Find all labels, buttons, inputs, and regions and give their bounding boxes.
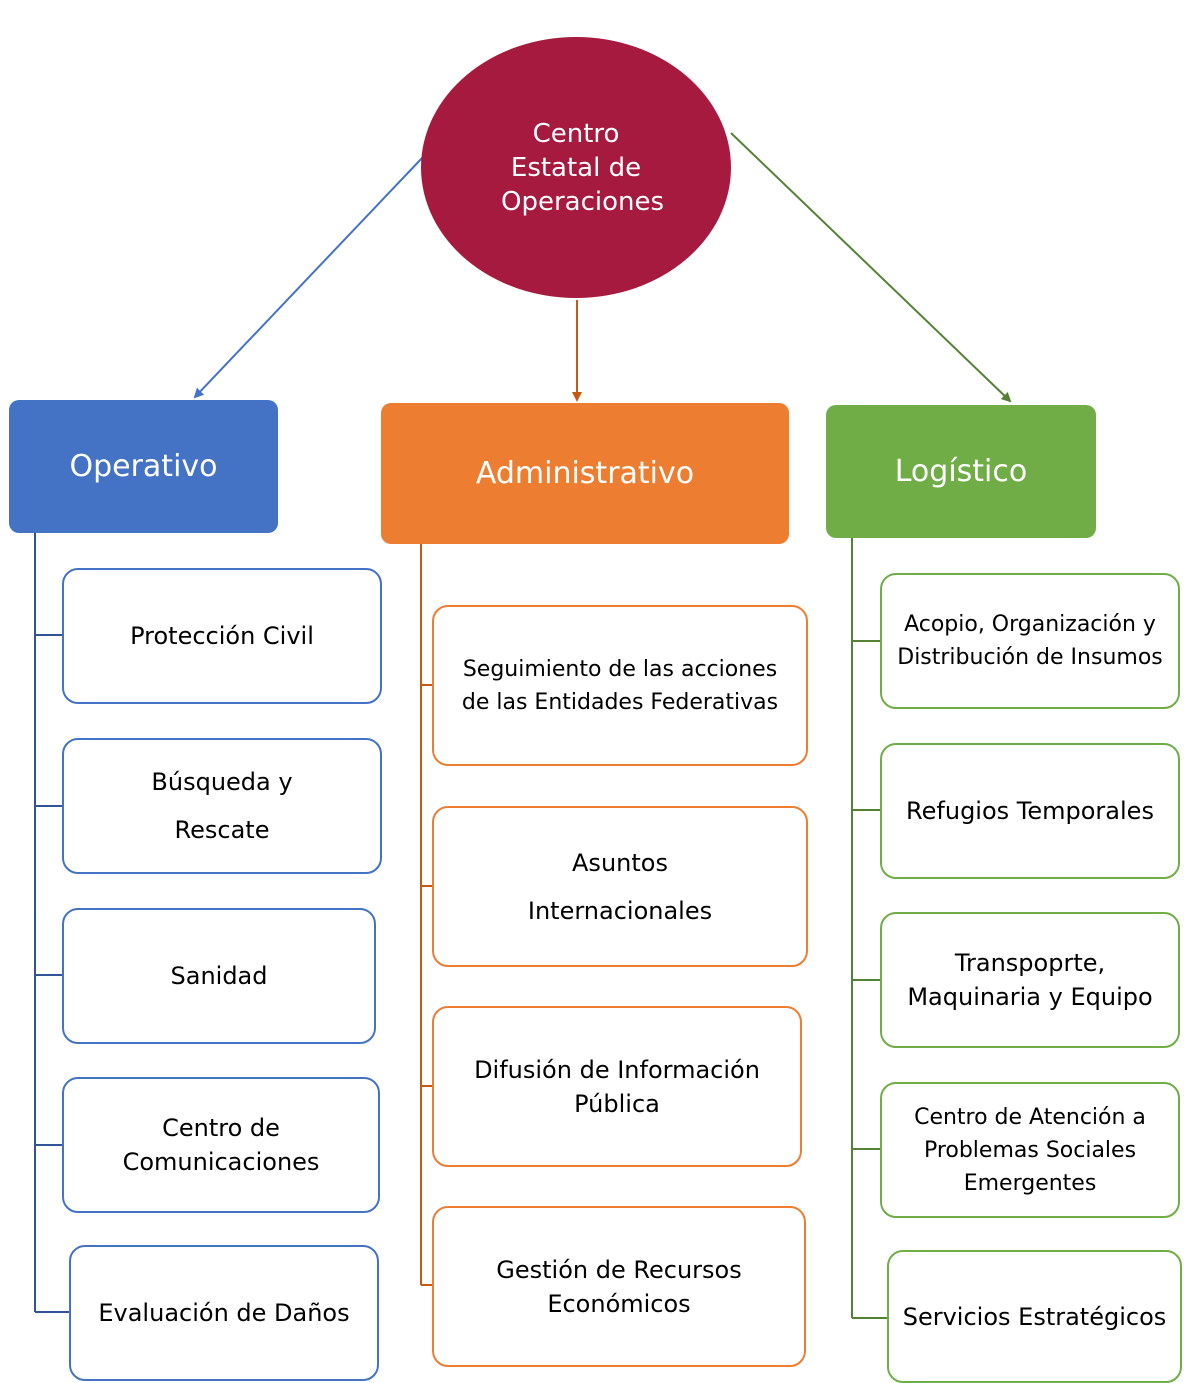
administrativo-item-difusion-informacion: Difusión de Información Pública — [432, 1006, 802, 1167]
operativo-item-busqueda-rescate: Búsqueda y Rescate — [62, 738, 382, 874]
administrativo-header: Administrativo — [381, 403, 789, 544]
operativo-header: Operativo — [9, 400, 278, 533]
administrativo-item-seguimiento: Seguimiento de las acciones de las Entid… — [432, 605, 808, 766]
logistico-connectors — [851, 538, 887, 1319]
administrativo-header-label: Administrativo — [475, 456, 695, 491]
administrativo-connectors — [420, 544, 432, 1286]
operativo-item-centro-comunicaciones: Centro de Comunicaciones — [62, 1077, 380, 1213]
arrow-to-operativo — [193, 156, 424, 399]
logistico-item-refugios-temporales: Refugios Temporales — [880, 743, 1180, 879]
logistico-item-acopio: Acopio, Organización y Distribución de I… — [880, 573, 1180, 709]
operativo-connectors — [34, 533, 69, 1313]
operativo-item-proteccion-civil: Protección Civil — [62, 568, 382, 704]
administrativo-item-asuntos-internacionales: Asuntos Internacionales — [432, 806, 808, 967]
root-node-label: Centro Estatal de Operaciones — [501, 118, 665, 217]
root-node-circle: Centro Estatal de Operaciones — [421, 37, 731, 298]
administrativo-item-gestion-recursos: Gestión de Recursos Económicos — [432, 1206, 806, 1367]
logistico-header: Logístico — [826, 405, 1096, 538]
logistico-header-label: Logístico — [894, 454, 1028, 489]
logistico-item-servicios-estrategicos: Servicios Estratégicos — [887, 1250, 1182, 1383]
logistico-item-transporte: Transpoprte, Maquinaria y Equipo — [880, 912, 1180, 1048]
operativo-item-sanidad: Sanidad — [62, 908, 376, 1044]
operativo-item-evaluacion-danos: Evaluación de Daños — [69, 1245, 379, 1381]
operativo-header-label: Operativo — [69, 449, 218, 484]
logistico-item-centro-atencion: Centro de Atención a Problemas Sociales … — [880, 1082, 1180, 1218]
arrow-to-logistico — [730, 132, 1012, 403]
